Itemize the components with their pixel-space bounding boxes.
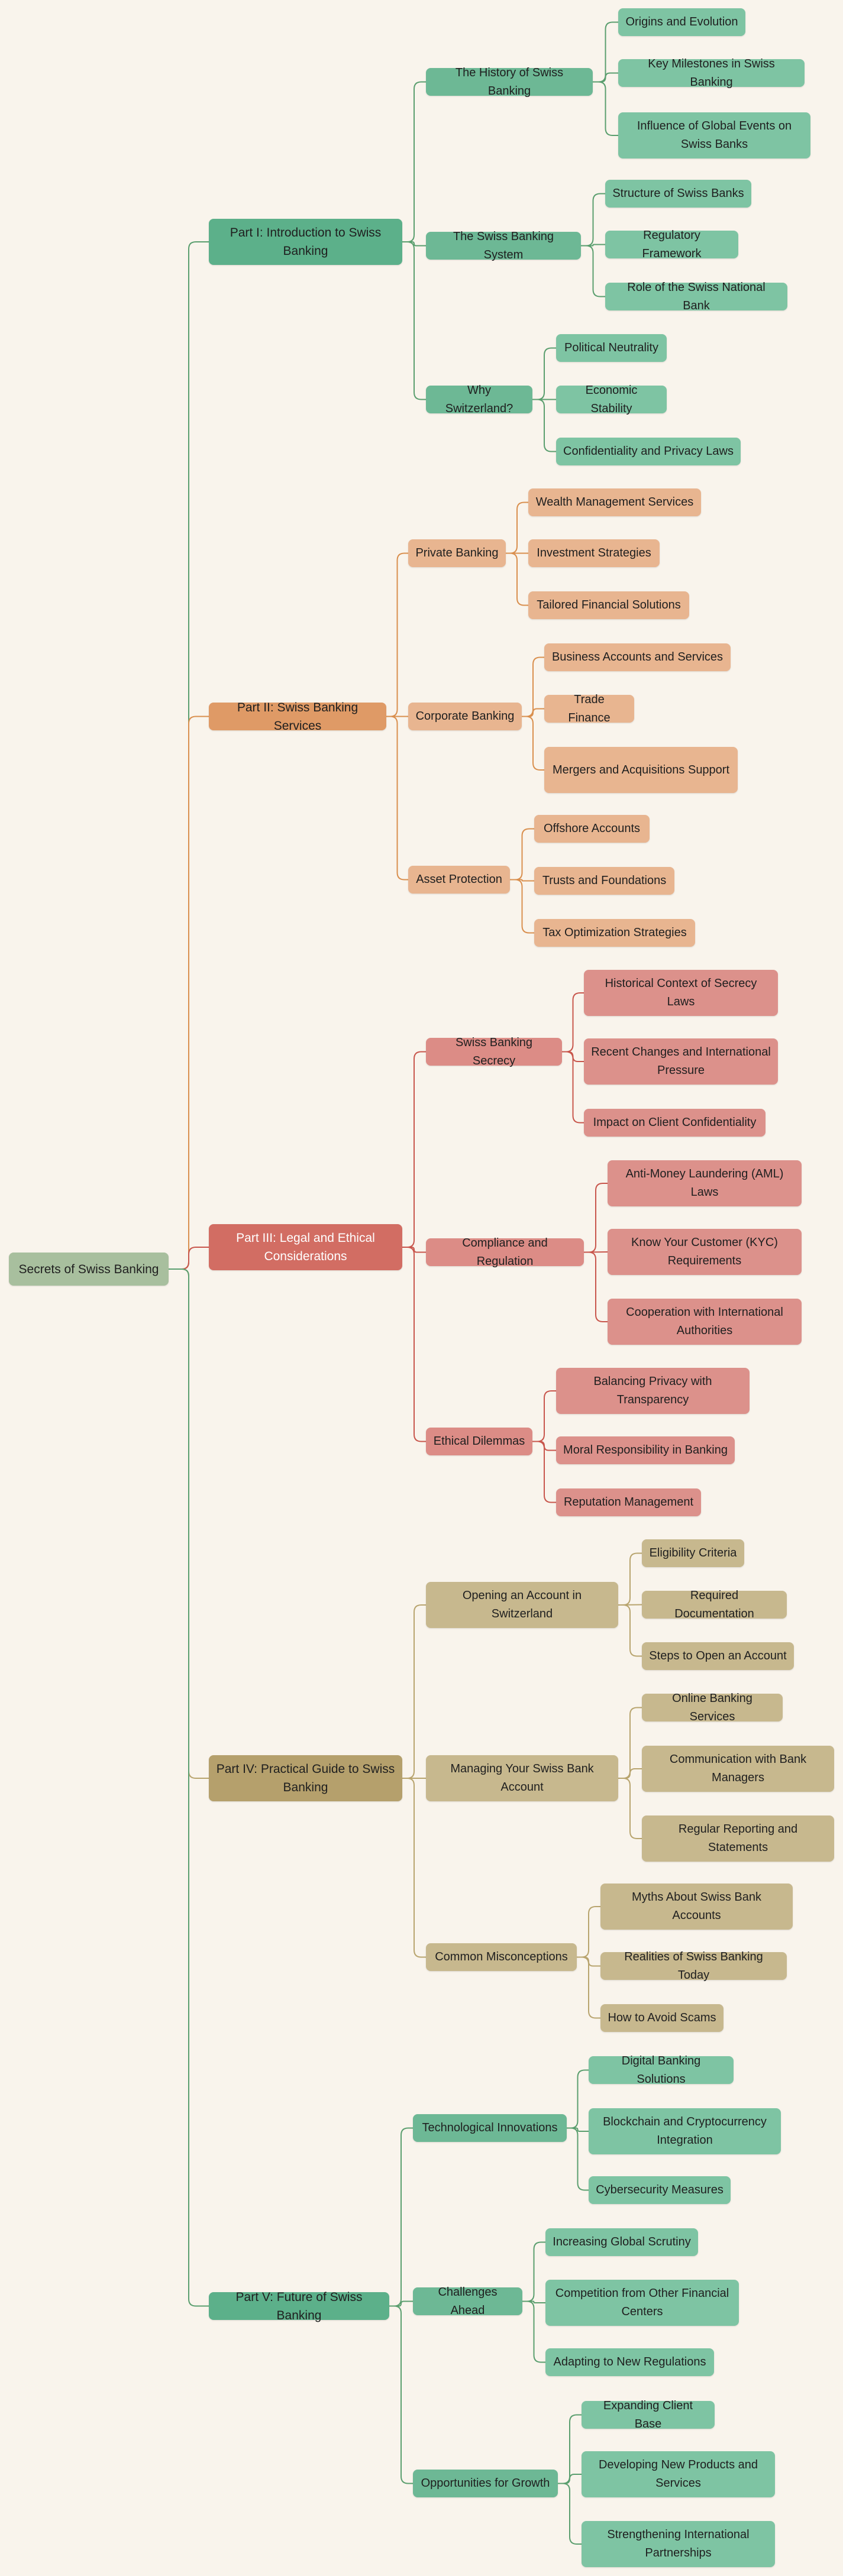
leaf-node[interactable]: Regulatory Framework: [605, 229, 738, 260]
section-node[interactable]: Technological Innovations: [413, 2114, 567, 2142]
leaf-node[interactable]: Confidentiality and Privacy Laws: [556, 438, 741, 465]
leaf-node[interactable]: Increasing Global Scrutiny: [545, 2228, 698, 2256]
leaf-node[interactable]: Business Accounts and Services: [544, 643, 731, 671]
leaf-node[interactable]: Trusts and Foundations: [534, 867, 674, 895]
leaf-node[interactable]: Influence of Global Events on Swiss Bank…: [618, 112, 810, 158]
leaf-node[interactable]: Online Banking Services: [642, 1692, 783, 1723]
section-node[interactable]: Common Misconceptions: [426, 1943, 577, 1971]
section-node[interactable]: Challenges Ahead: [413, 2286, 522, 2317]
section-node[interactable]: Corporate Banking: [408, 703, 522, 730]
leaf-node[interactable]: Tax Optimization Strategies: [534, 919, 695, 947]
leaf-node[interactable]: Eligibility Criteria: [642, 1539, 744, 1567]
leaf-node[interactable]: Myths About Swiss Bank Accounts: [600, 1884, 793, 1930]
section-node[interactable]: The Swiss Banking System: [426, 230, 581, 261]
section-node[interactable]: Swiss Banking Secrecy: [426, 1036, 562, 1067]
leaf-node[interactable]: Tailored Financial Solutions: [528, 591, 689, 619]
leaf-node[interactable]: Economic Stability: [556, 384, 667, 415]
leaf-node[interactable]: Role of the Swiss National Bank: [605, 281, 787, 312]
leaf-node[interactable]: Moral Responsibility in Banking: [556, 1436, 735, 1464]
leaf-node[interactable]: Strengthening International Partnerships: [582, 2521, 775, 2567]
leaf-node[interactable]: Key Milestones in Swiss Banking: [618, 57, 805, 89]
section-node[interactable]: The History of Swiss Banking: [426, 66, 593, 98]
leaf-node[interactable]: Structure of Swiss Banks: [605, 180, 751, 208]
leaf-node[interactable]: Historical Context of Secrecy Laws: [584, 970, 778, 1016]
leaf-node[interactable]: Cooperation with International Authoriti…: [608, 1299, 802, 1345]
leaf-node[interactable]: Blockchain and Cryptocurrency Integratio…: [589, 2108, 781, 2154]
leaf-node[interactable]: Mergers and Acquisitions Support: [544, 747, 738, 793]
leaf-node[interactable]: Steps to Open an Account: [642, 1642, 794, 1670]
leaf-node[interactable]: Wealth Management Services: [528, 488, 701, 516]
section-node[interactable]: Opening an Account in Switzerland: [426, 1582, 618, 1628]
leaf-node[interactable]: Realities of Swiss Banking Today: [600, 1950, 787, 1982]
section-node[interactable]: Compliance and Regulation: [426, 1237, 584, 1268]
leaf-node[interactable]: Regular Reporting and Statements: [642, 1816, 834, 1862]
leaf-node[interactable]: Know Your Customer (KYC) Requirements: [608, 1229, 802, 1275]
leaf-node[interactable]: Political Neutrality: [556, 334, 667, 362]
section-node[interactable]: Opportunities for Growth: [413, 2470, 558, 2497]
section-node[interactable]: Ethical Dilemmas: [426, 1428, 532, 1455]
root-node[interactable]: Secrets of Swiss Banking: [9, 1253, 169, 1286]
leaf-node[interactable]: Investment Strategies: [528, 539, 660, 567]
section-node[interactable]: Managing Your Swiss Bank Account: [426, 1755, 618, 1801]
leaf-node[interactable]: Balancing Privacy with Transparency: [556, 1368, 750, 1414]
part-node[interactable]: Part III: Legal and Ethical Consideratio…: [209, 1224, 402, 1270]
part-node[interactable]: Part II: Swiss Banking Services: [209, 701, 386, 733]
leaf-node[interactable]: Trade Finance: [544, 693, 634, 724]
part-node[interactable]: Part IV: Practical Guide to Swiss Bankin…: [209, 1755, 402, 1801]
section-node[interactable]: Private Banking: [408, 539, 506, 567]
leaf-node[interactable]: Origins and Evolution: [618, 8, 745, 36]
leaf-node[interactable]: Expanding Client Base: [582, 2399, 715, 2431]
part-node[interactable]: Part V: Future of Swiss Banking: [209, 2290, 389, 2322]
leaf-node[interactable]: Competition from Other Financial Centers: [545, 2280, 739, 2326]
leaf-node[interactable]: Impact on Client Confidentiality: [584, 1109, 766, 1137]
leaf-node[interactable]: Anti-Money Laundering (AML) Laws: [608, 1160, 802, 1206]
leaf-node[interactable]: Developing New Products and Services: [582, 2451, 775, 2497]
leaf-node[interactable]: Communication with Bank Managers: [642, 1746, 834, 1792]
section-node[interactable]: Asset Protection: [408, 866, 510, 894]
leaf-node[interactable]: Adapting to New Regulations: [545, 2348, 714, 2376]
leaf-node[interactable]: Required Documentation: [642, 1589, 787, 1620]
leaf-node[interactable]: Reputation Management: [556, 1488, 701, 1516]
leaf-node[interactable]: Cybersecurity Measures: [589, 2176, 731, 2204]
part-node[interactable]: Part I: Introduction to Swiss Banking: [209, 219, 402, 265]
leaf-node[interactable]: Digital Banking Solutions: [589, 2054, 734, 2086]
leaf-node[interactable]: How to Avoid Scams: [600, 2004, 724, 2032]
leaf-node[interactable]: Offshore Accounts: [534, 815, 650, 843]
section-node[interactable]: Why Switzerland?: [426, 384, 532, 415]
leaf-node[interactable]: Recent Changes and International Pressur…: [584, 1038, 778, 1085]
